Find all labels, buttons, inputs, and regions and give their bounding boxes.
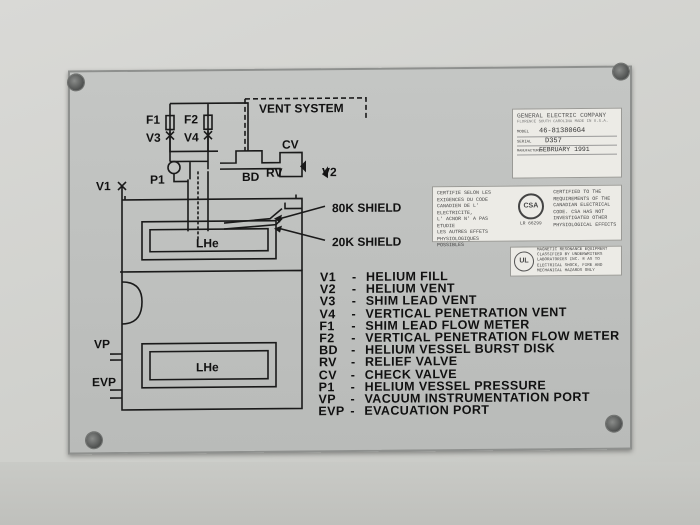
ge-model: 46-813806G4 — [539, 126, 586, 136]
screw-top-right — [613, 63, 629, 80]
lhe-lower-label: LHe — [196, 360, 219, 374]
v3-label: V3 — [146, 131, 161, 145]
evacuation-port-evp — [110, 389, 122, 399]
shield-20k-leader — [279, 227, 326, 241]
evp-label: EVP — [92, 375, 116, 389]
csa-english-line: CANADIAN ELECTRICAL — [553, 201, 611, 209]
information-plate: VENT SYSTEM F1 F2 V3 V4 P1 V1 CV RV BD V… — [68, 63, 632, 455]
screw-bottom-right — [606, 415, 622, 432]
cryostat-schematic: VENT SYSTEM F1 F2 V3 V4 P1 V1 CV RV BD V… — [92, 97, 402, 411]
pressure-gauge-p1 — [167, 160, 181, 175]
vacuum-port-vp — [110, 353, 122, 361]
legend-row-evp: EVP-EVACUATION PORT — [318, 403, 489, 418]
rv-label: RV — [266, 166, 282, 180]
v1-label: V1 — [96, 179, 111, 193]
helium-fill-valve-v1 — [117, 181, 127, 200]
ge-location: FLORENCE SOUTH CAROLINA MADE IN U.S.A. — [517, 119, 609, 125]
shield-80k-label: 80K SHIELD — [332, 201, 402, 216]
flow-meter-f2 — [203, 114, 213, 131]
p1-label: P1 — [150, 173, 165, 187]
flow-meter-f1 — [165, 114, 175, 131]
relief-check-valve-line — [220, 149, 303, 178]
ge-model-label: MODEL — [517, 130, 530, 135]
legend-description: EVACUATION PORT — [364, 402, 490, 419]
lhe-vessel-lower — [141, 341, 277, 389]
ul-logo: UL — [514, 251, 534, 272]
ge-serial-label: SERIAL — [517, 139, 532, 145]
legend-abbr: EVP — [318, 404, 345, 419]
vent-system-label: VENT SYSTEM — [259, 101, 344, 116]
lhe-upper-label: LHe — [196, 236, 219, 250]
outer-vessel — [120, 199, 303, 411]
csa-logo: CSA — [517, 193, 544, 220]
csa-english-line: PHYSIOLOGICAL EFFECTS — [553, 221, 617, 228]
f1-label: F1 — [146, 113, 160, 127]
ge-mfd: FEBRUARY 1991 — [539, 146, 590, 154]
valve-v3-v4 — [165, 130, 213, 141]
v4-label: V4 — [184, 130, 199, 144]
wall-lower — [0, 462, 700, 525]
screw-bottom-left — [86, 432, 102, 449]
ge-mfd-label: MANUFACTURED — [517, 149, 543, 154]
lhe-vessel-upper — [141, 219, 277, 261]
vp-label: VP — [94, 337, 110, 351]
ul-line: MECHANICAL HAZARDS ONLY — [537, 268, 595, 273]
ge-nameplate: GENERAL ELECTRIC COMPANY FLORENCE SOUTH … — [512, 107, 622, 179]
csa-french-line: L' ACNOR N' A PAS ETUDIE — [437, 215, 489, 229]
shield-80k-leader — [279, 205, 326, 220]
v2-label: V2 — [322, 165, 337, 179]
csa-number: LR 66299 — [520, 221, 542, 227]
f2-label: F2 — [184, 112, 198, 126]
legend-dash: - — [350, 404, 355, 419]
cv-label: CV — [282, 137, 299, 151]
ge-serial: D357 — [545, 136, 562, 145]
csa-french-line: PHYSIOLOGIQUES POSSIBLES — [437, 235, 480, 249]
csa-french-line: CANADIEN DE L' ELECTRICITE, — [437, 202, 480, 216]
bd-label: BD — [242, 170, 260, 184]
shield-20k-label: 20K SHIELD — [332, 235, 402, 250]
vent-manifold — [169, 102, 249, 153]
vent-system-boundary — [245, 97, 367, 118]
